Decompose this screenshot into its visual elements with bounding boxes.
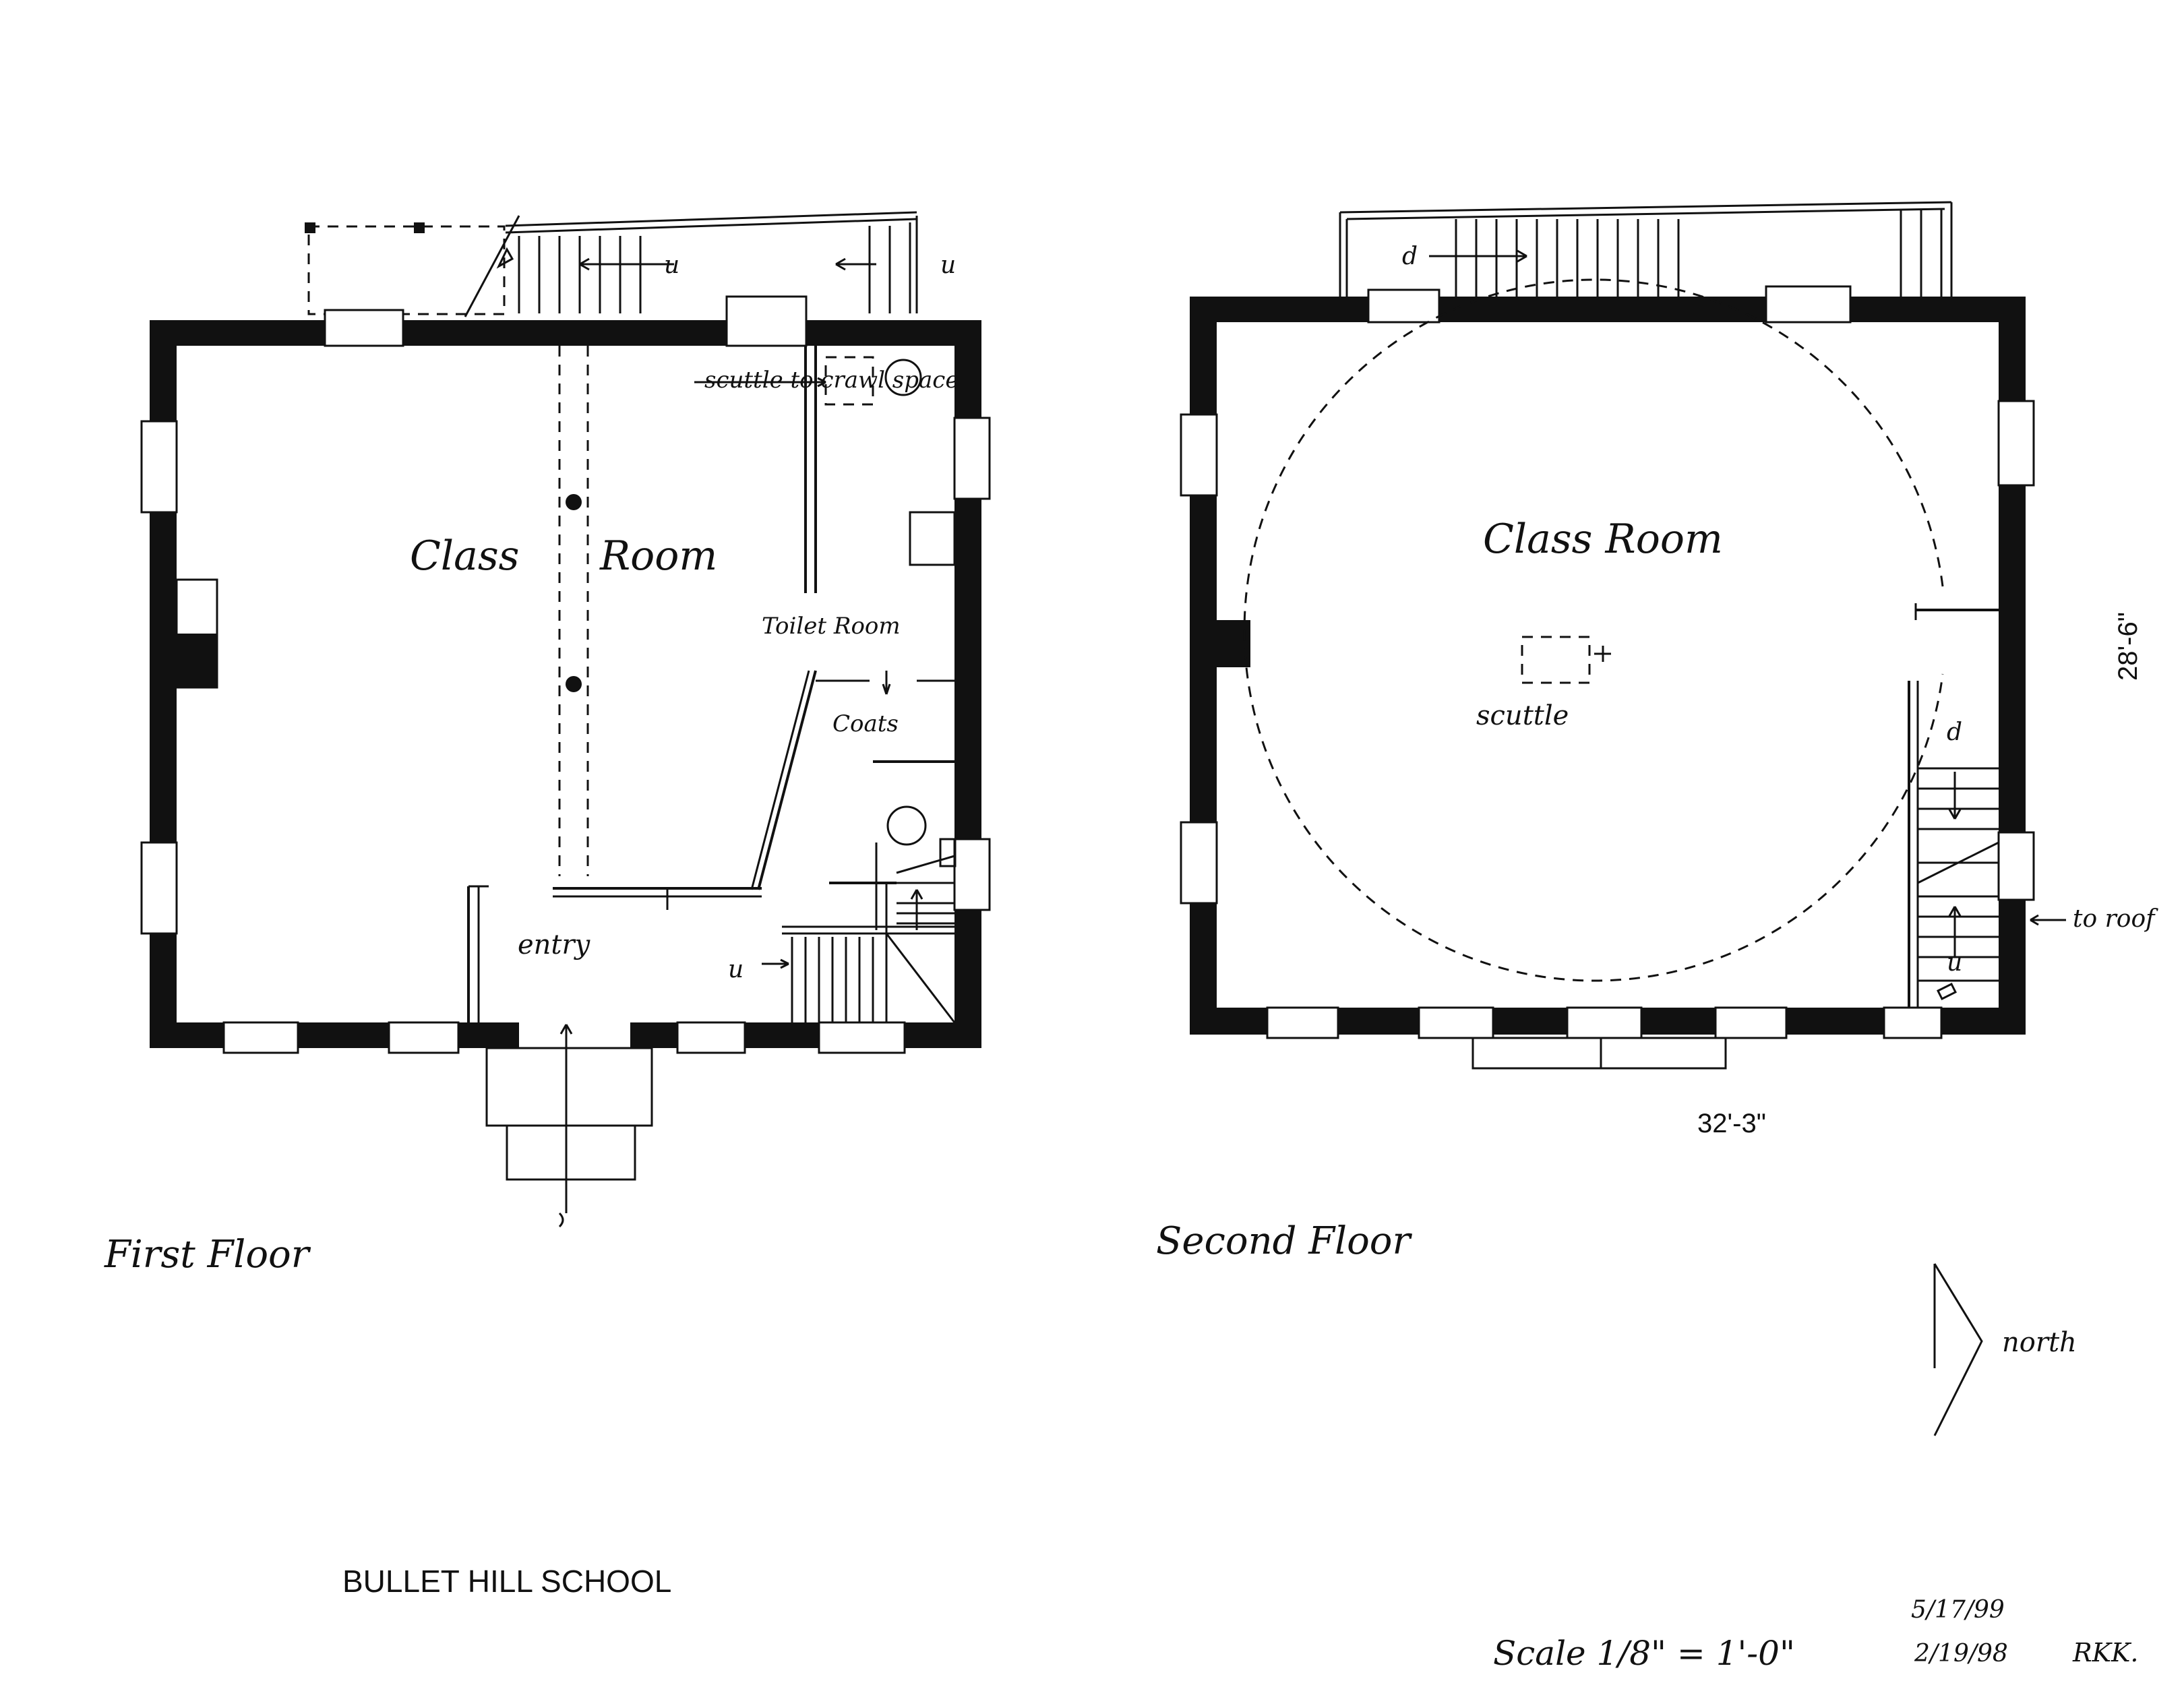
first-floor-caption: First Floor [104,1233,311,1277]
exterior-stair-second-floor [1339,201,1953,300]
scuttle-hatch [1521,636,1591,684]
porch-outline [307,225,506,315]
north-arrow [1933,1263,1983,1436]
porch-post [414,222,425,233]
scale-note: Scale 1/8" = 1'-0" [1493,1634,1795,1673]
second-floor-plan [1180,201,2066,1436]
drawing-title: BULLET HILL SCHOOL [342,1564,671,1599]
to-roof-label: to roof [2073,905,2158,933]
up-label: u [940,251,956,279]
down-label: d [1947,718,1962,746]
first-floor-windows [140,295,991,1054]
up-label: u [1947,949,1962,977]
interior-stair-second-floor [1908,603,2066,1008]
column [566,494,582,510]
interior-stair-first-floor [762,838,957,1023]
class-room-label-part1: Class [410,532,519,580]
second-floor-caption: Second Floor [1156,1219,1412,1263]
scuttle-label: scuttle [1476,700,1569,731]
date-original: 2/19/98 [1914,1640,2008,1667]
toilet-room-partitions [553,346,956,930]
coats-label: Coats [832,710,899,737]
north-label: north [2002,1327,2077,1358]
entry-steps [485,1024,653,1228]
sink-fixture [909,511,956,566]
exterior-stair-north [464,211,918,317]
up-label: u [664,251,679,279]
author-initials: RKK. [2072,1638,2138,1667]
entry-label: entry [518,929,591,960]
second-floor-walls [1190,297,2026,1035]
toilet-fixture [884,359,922,396]
entry-partition [467,885,489,1022]
scuttle-note-label: scuttle to crawl space [704,367,959,394]
up-label: u [728,956,744,983]
down-label: d [1402,243,1418,270]
date-revision: 5/17/99 [1911,1596,2005,1624]
porch-post [305,222,315,233]
first-floor-plan [140,211,991,1228]
toilet-room-label: Toilet Room [762,613,901,640]
dashed-circle [1243,278,1944,982]
class-room-label: Class Room [1483,516,1723,563]
class-room-label-part2: Room [599,532,717,580]
crawl-space-scuttle [824,356,874,406]
width-dimension: 32'-3" [1697,1109,1766,1138]
second-floor-windows [1180,285,2035,1070]
dashed-beam [558,346,589,876]
column [566,676,582,692]
toilet-fixture-2 [886,805,927,846]
depth-dimension: 28'-6" [2113,612,2143,681]
